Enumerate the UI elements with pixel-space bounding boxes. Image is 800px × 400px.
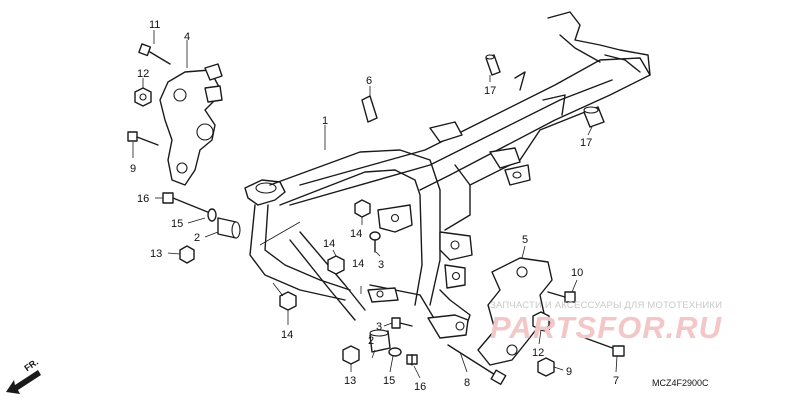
callout-6: 6 bbox=[366, 75, 372, 87]
watermark: ЗАПЧАСТИ И АКСЕССУАРЫ ДЛЯ МОТОТЕХНИКИ PA… bbox=[490, 300, 790, 350]
hardware-parts bbox=[127, 43, 625, 386]
callout-17-top: 17 bbox=[484, 85, 496, 97]
callout-4: 4 bbox=[184, 31, 190, 43]
callout-13-lower: 13 bbox=[344, 375, 356, 387]
frame-body bbox=[244, 11, 651, 339]
callout-15-lower: 15 bbox=[383, 375, 395, 387]
callout-11: 11 bbox=[149, 19, 160, 31]
diagram-code: MCZ4F2900C bbox=[652, 378, 709, 388]
watermark-tagline: ЗАПЧАСТИ И АКСЕССУАРЫ ДЛЯ МОТОТЕХНИКИ bbox=[490, 300, 723, 311]
callout-9-lower: 9 bbox=[566, 366, 572, 378]
callout-8: 8 bbox=[464, 377, 470, 389]
engine-hanger-bracket bbox=[159, 63, 223, 186]
callout-3-upper: 3 bbox=[378, 259, 384, 271]
callout-7: 7 bbox=[613, 375, 619, 387]
callout-14-upper: 14 bbox=[350, 228, 362, 240]
callout-12-lower: 12 bbox=[532, 347, 544, 359]
callout-16-top: 16 bbox=[137, 193, 149, 205]
callout-15-top: 15 bbox=[171, 218, 183, 230]
callout-9: 9 bbox=[130, 163, 136, 175]
callout-1: 1 bbox=[322, 115, 328, 127]
leader-lines bbox=[132, 30, 618, 379]
callout-13-top: 13 bbox=[150, 248, 162, 260]
callout-14-mid: 14 bbox=[323, 238, 335, 250]
callout-2-lower: 2 bbox=[368, 335, 374, 347]
callout-3-lower: 3 bbox=[376, 321, 382, 333]
callout-12: 12 bbox=[137, 68, 149, 80]
callout-16-lower: 16 bbox=[414, 381, 426, 393]
callout-5: 5 bbox=[522, 234, 528, 246]
callout-2-top: 2 bbox=[194, 232, 200, 244]
front-direction-arrow bbox=[6, 370, 41, 394]
callout-17-right: 17 bbox=[580, 137, 592, 149]
watermark-logo: PARTSFOR.RU bbox=[490, 310, 723, 345]
callout-10: 10 bbox=[571, 267, 583, 279]
callout-14-lower: 14 bbox=[352, 258, 364, 270]
callout-14-left: 14 bbox=[281, 329, 293, 341]
callout-numbers: 11 4 12 9 6 1 17 17 16 15 2 13 14 14 14 … bbox=[130, 19, 619, 393]
